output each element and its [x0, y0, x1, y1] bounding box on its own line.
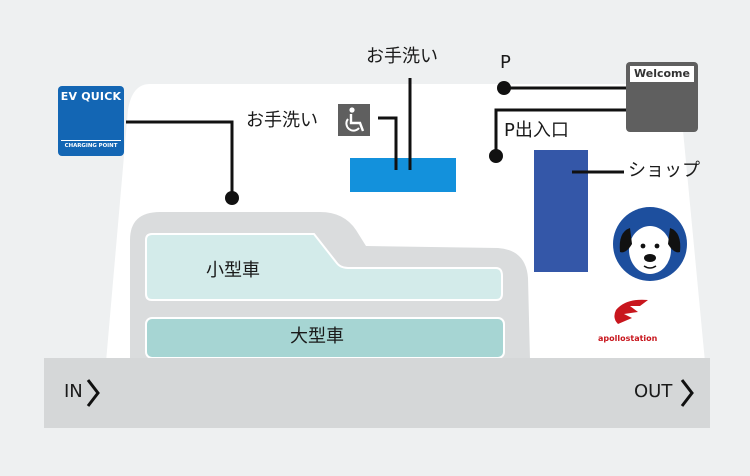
ev-quick-badge: EV QUICK CHARGING POINT: [58, 86, 124, 156]
wheelchair-icon: [338, 104, 370, 136]
toilet-block: [350, 158, 456, 192]
label-in: IN: [64, 381, 83, 402]
ev-badge-title: EV QUICK: [60, 90, 122, 103]
label-p-entrance: P出入口: [504, 120, 569, 141]
shop-block: [534, 150, 588, 272]
apollo-station-logo-text: apollostation: [598, 334, 658, 343]
label-shop: ショップ: [628, 160, 700, 181]
road: [44, 358, 710, 428]
welcome-sign-text: Welcome: [630, 66, 694, 82]
label-p: P: [500, 52, 511, 73]
small-car-bay: [145, 233, 503, 301]
welcome-sign: Welcome: [626, 62, 698, 132]
label-toilet-left: お手洗い: [246, 110, 318, 131]
label-large-car: 大型車: [290, 326, 344, 347]
label-toilet-top: お手洗い: [366, 46, 438, 67]
label-out: OUT: [634, 381, 673, 402]
chevron-right-icon: [680, 379, 694, 407]
leader-p-entrance: [494, 108, 626, 156]
leader-toilet-left: [378, 116, 398, 170]
label-small-car: 小型車: [206, 260, 260, 281]
marker-p: [497, 81, 511, 95]
leader-ev: [126, 120, 234, 198]
ev-badge-subtitle: CHARGING POINT: [61, 140, 121, 149]
chevron-right-icon: [86, 379, 100, 407]
marker-p-entrance: [489, 149, 503, 163]
marker-ev: [225, 191, 239, 205]
dog-mascot-icon: [613, 207, 687, 281]
apollo-logo-icon: [614, 299, 648, 324]
